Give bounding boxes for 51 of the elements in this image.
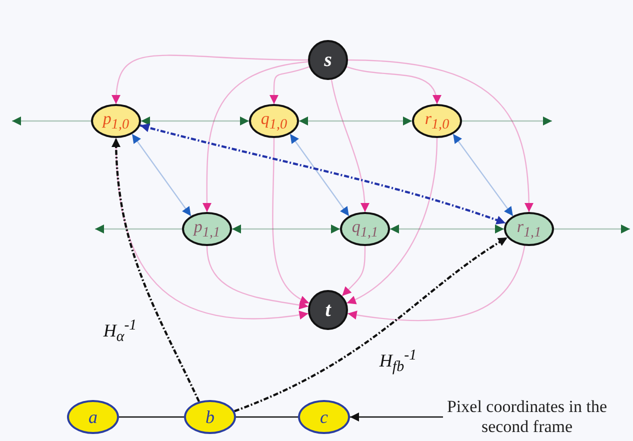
arrow xyxy=(346,138,438,304)
terminal-circle xyxy=(308,290,348,330)
node-label: s xyxy=(324,50,332,70)
node-label: q$_{1,1}$ xyxy=(352,218,378,240)
node-label: t xyxy=(325,300,331,320)
node-ellipse xyxy=(412,104,462,138)
arrow xyxy=(206,246,308,310)
node-label: p$_{1,1}$ xyxy=(194,218,220,240)
node-label: q$_{1,0}$ xyxy=(260,110,288,132)
connector-line xyxy=(236,416,298,418)
arrow xyxy=(269,66,310,104)
arrow xyxy=(202,61,308,212)
arrow xyxy=(350,412,443,422)
arrow xyxy=(346,66,440,104)
node-ellipse xyxy=(184,400,236,434)
arrow xyxy=(12,116,91,126)
node-ellipse xyxy=(91,104,141,138)
node-label: r$_{1,1}$ xyxy=(516,218,542,240)
arrow xyxy=(140,123,506,224)
node-label: r$_{1,0}$ xyxy=(424,110,450,132)
arrow xyxy=(390,224,504,234)
node-ellipse xyxy=(298,400,350,434)
arrow xyxy=(554,224,630,234)
node-label: c xyxy=(320,408,328,426)
node-ellipse xyxy=(249,104,299,138)
arrow xyxy=(348,246,526,322)
arrow xyxy=(95,224,182,234)
node-ellipse xyxy=(340,212,390,246)
arrow xyxy=(342,246,366,296)
arrow xyxy=(330,80,370,212)
node-label: b xyxy=(206,408,214,426)
terminal-circle xyxy=(308,40,348,80)
arrow xyxy=(462,116,552,126)
arrow xyxy=(348,59,534,212)
arrow xyxy=(272,138,310,304)
arrow xyxy=(141,116,249,126)
node-ellipse xyxy=(504,212,554,246)
node-ellipse xyxy=(67,400,119,434)
arrow xyxy=(234,236,508,412)
connector-line xyxy=(119,416,184,418)
arrow xyxy=(112,54,308,104)
arrow xyxy=(232,224,340,234)
arrow xyxy=(452,134,514,216)
arrow xyxy=(290,134,350,216)
arrow xyxy=(112,138,200,402)
node-label: a xyxy=(88,408,98,426)
arrow xyxy=(132,134,192,216)
node-ellipse xyxy=(182,212,232,246)
node-label: p$_{1,0}$ xyxy=(102,110,130,132)
note-text: Pixel coordinates in the second frame xyxy=(446,396,608,438)
arrow xyxy=(299,116,412,126)
